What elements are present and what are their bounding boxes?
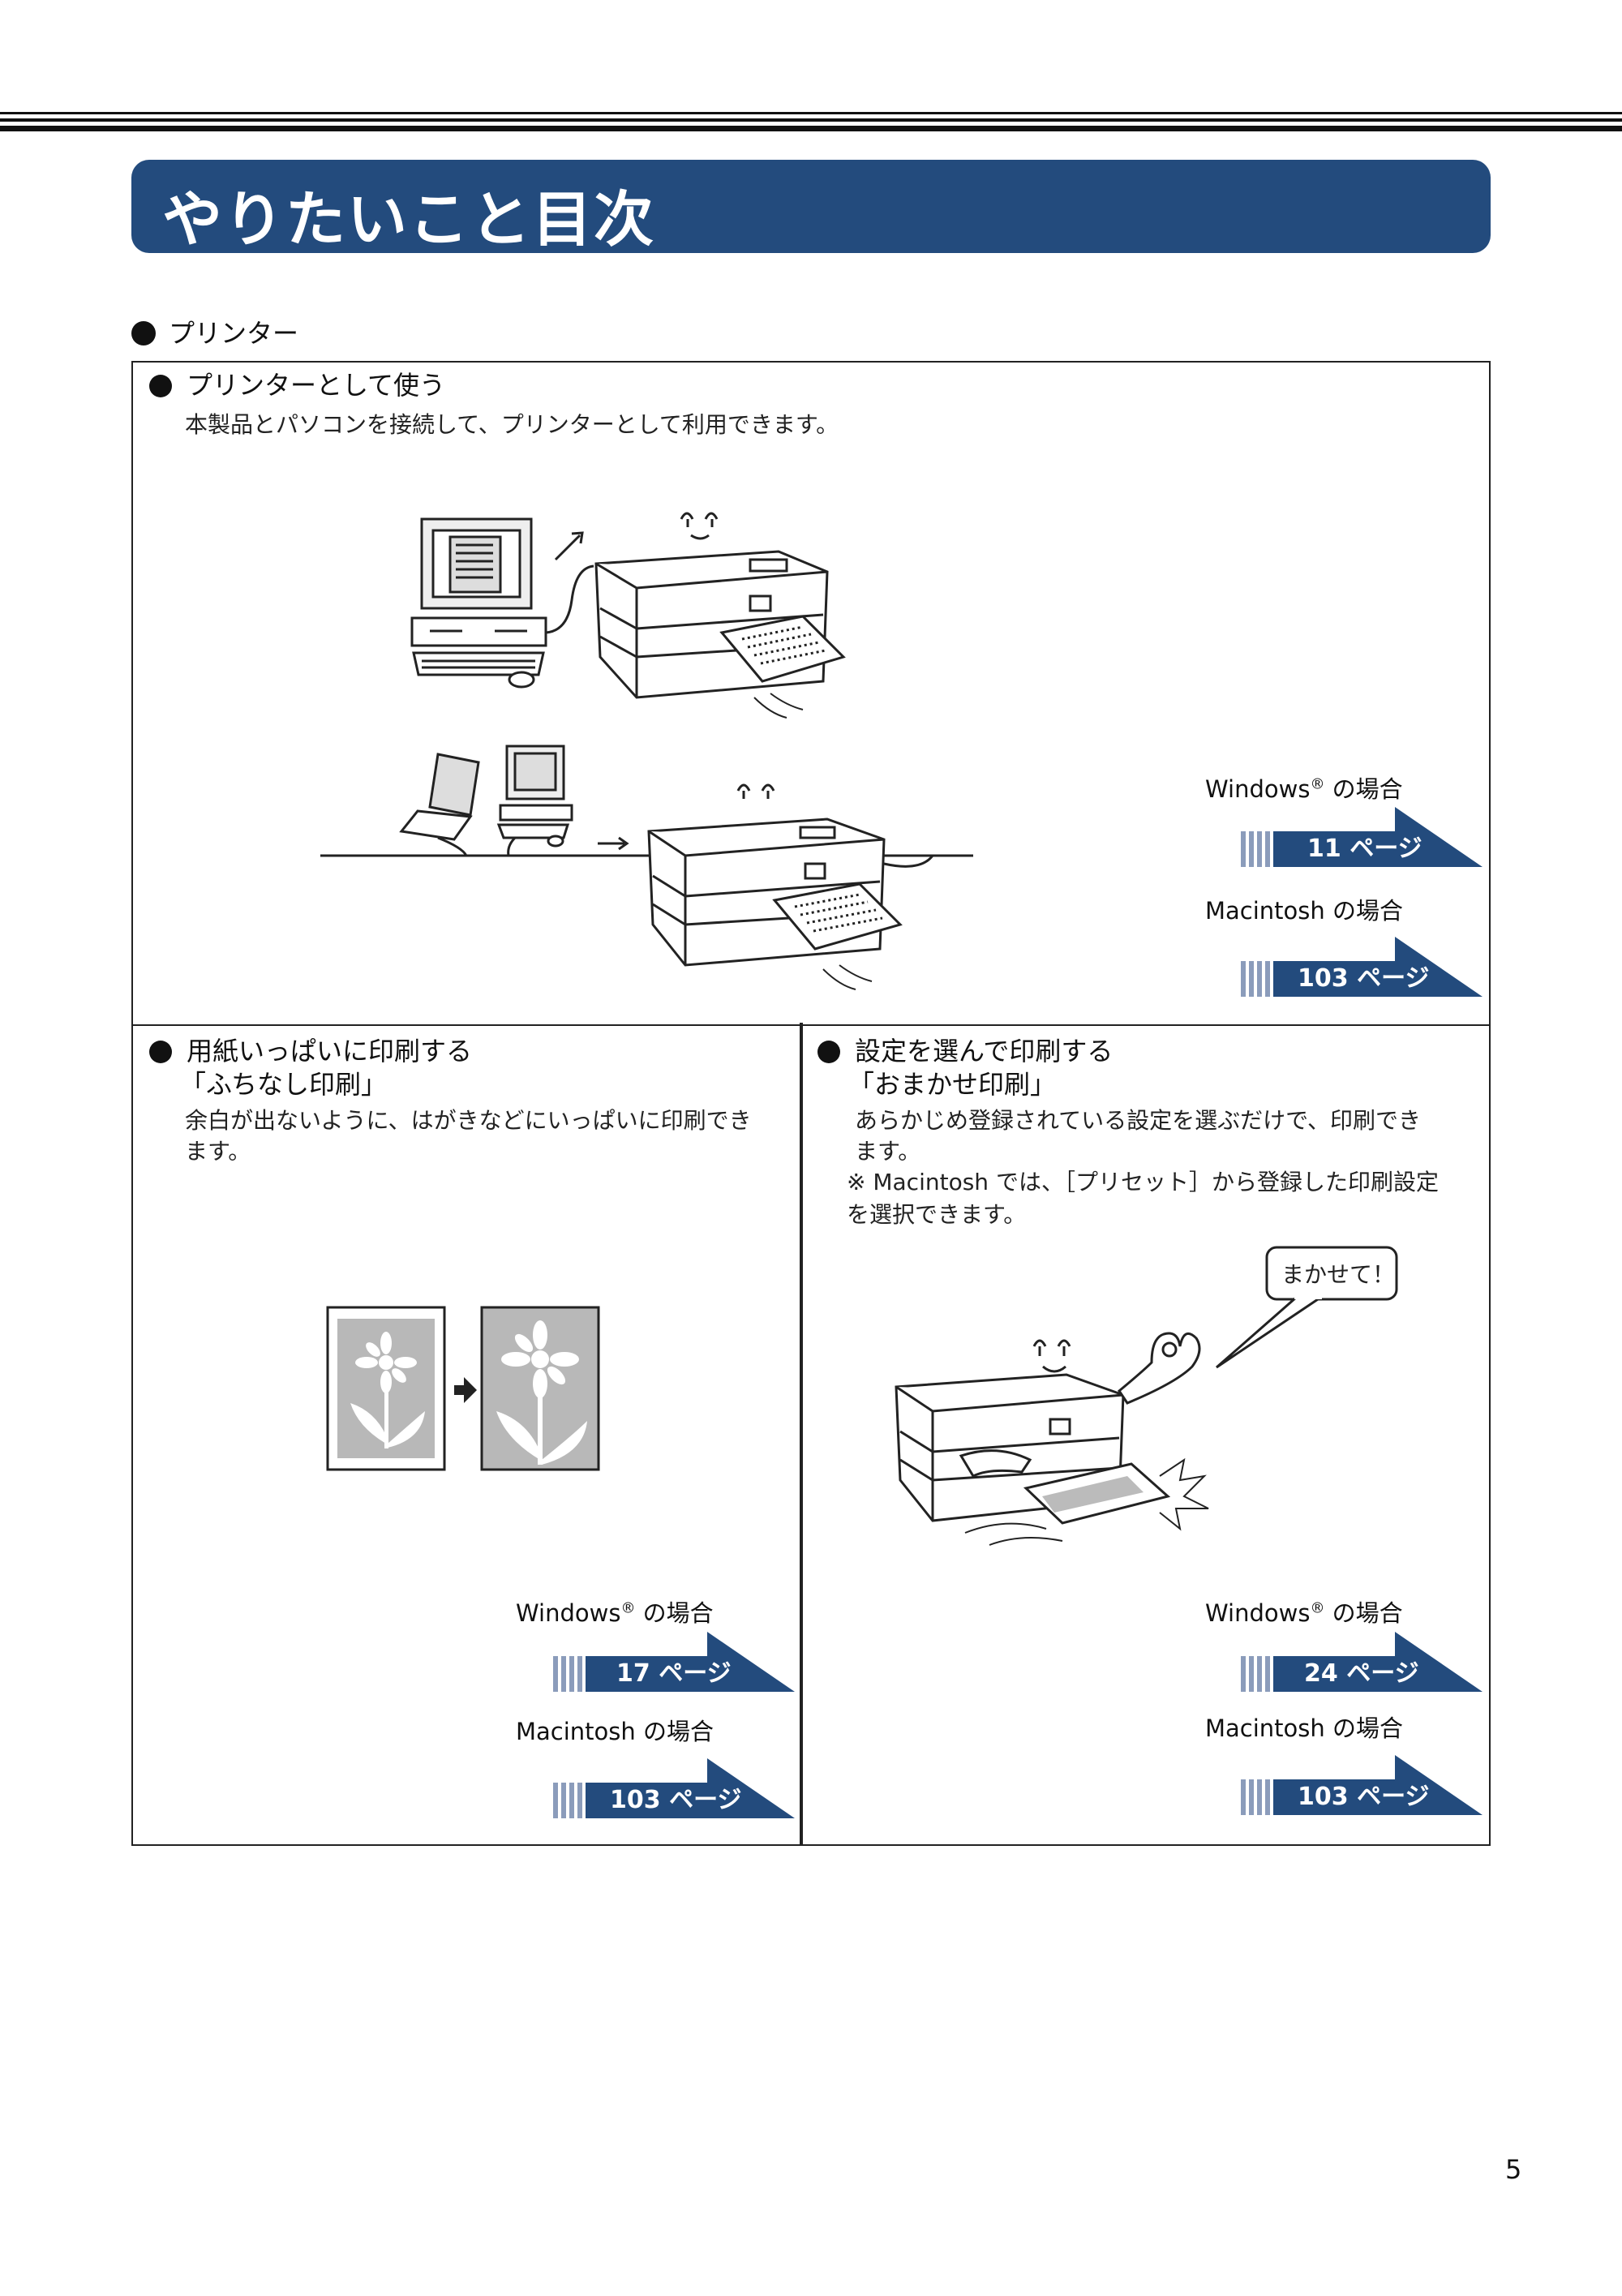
bullet-icon [131,321,156,345]
item-description: 本製品とパソコンを接続して、プリンターとして利用できます。 [185,411,839,438]
printer-face-icon [680,512,719,540]
auto-print-printer-illustration [895,1332,1209,1546]
computer-icon [410,517,594,689]
section-heading: プリンター [131,313,298,350]
item-subtitle: 「ふちなし印刷」 [180,1069,388,1100]
burst-icon [964,1457,1209,1546]
top-rule-thin [0,112,1622,114]
page-link-text: 103 ページ [610,1786,742,1814]
macintosh-page-link[interactable]: 103 ページ [553,1758,796,1826]
item-description: 余白が出ないように、はがきなどにいっぱいに印刷でき [185,1107,752,1134]
item-description-line2: ます。 [855,1138,921,1165]
bullet-icon [149,1041,172,1063]
page-title: やりたいこと目次 [162,185,655,255]
borderless-print-panel [131,1023,803,1846]
macintosh-page-link[interactable]: 103 ページ [1241,937,1484,1005]
page-link-text: 103 ページ [1298,1783,1430,1811]
page-link-text: 103 ページ [1298,964,1430,993]
speech-bubble-text: まかせて！ [1281,1261,1396,1288]
printer-face-icon [1032,1339,1071,1373]
item-note-line2: を選択できます。 [847,1201,1027,1228]
page-link-text: 17 ページ [616,1659,732,1688]
windows-page-link[interactable]: 11 ページ [1241,807,1484,875]
macintosh-label: Macintosh の場合 [1205,1714,1404,1742]
title-banner: やりたいこと目次 [131,160,1491,255]
item-title-borderless: 用紙いっぱいに印刷する [149,1034,472,1068]
laptop-icon [399,753,480,856]
bullet-icon [817,1041,840,1063]
ok-hand-icon [1118,1332,1201,1405]
bullet-icon [149,375,172,397]
flower-icon [350,1332,425,1448]
item-description: あらかじめ登録されている設定を選ぶだけで、印刷でき [855,1107,1422,1134]
top-rule-mid [0,118,1622,122]
printer-icon [895,1373,1171,1525]
page-link-text: 24 ページ [1304,1659,1419,1688]
printer-face-icon [736,783,775,799]
macintosh-label: Macintosh の場合 [1205,897,1404,925]
windows-label: Windows® の場合 [516,1599,714,1627]
computer-icon [496,745,573,856]
page-link-text: 11 ページ [1307,835,1422,863]
item-note: ※ Macintosh では、［プリセット］から登録した印刷設定 [847,1169,1439,1195]
arrow-icon [554,534,581,561]
windows-label: Windows® の場合 [1205,1599,1403,1627]
arrow-icon [598,836,629,851]
printer-icon [647,818,934,967]
windows-page-link[interactable]: 17 ページ [553,1632,796,1700]
arrow-icon [454,1377,477,1403]
windows-page-link[interactable]: 24 ページ [1241,1632,1484,1700]
network-printing-illustration [320,745,973,990]
item-title-auto-print: 設定を選んで印刷する [817,1034,1113,1068]
windows-label: Windows® の場合 [1205,775,1403,803]
macintosh-label: Macintosh の場合 [516,1718,714,1745]
item-subtitle: 「おまかせ印刷」 [848,1069,1057,1100]
page-number: 5 [1505,2154,1522,2185]
pc-to-printer-illustration [410,512,846,719]
borderless-flower-illustration [326,1306,600,1471]
printer-use-panel [131,361,1491,1026]
flower-icon [496,1320,587,1465]
item-description-line2: ます。 [185,1138,251,1165]
auto-print-panel [800,1023,1491,1846]
printer-icon [594,550,846,699]
top-rule-thick [0,126,1622,131]
item-title-printer-use: プリンターとして使う [149,368,445,402]
macintosh-page-link[interactable]: 103 ページ [1241,1755,1484,1823]
speech-bubble [1216,1246,1398,1369]
